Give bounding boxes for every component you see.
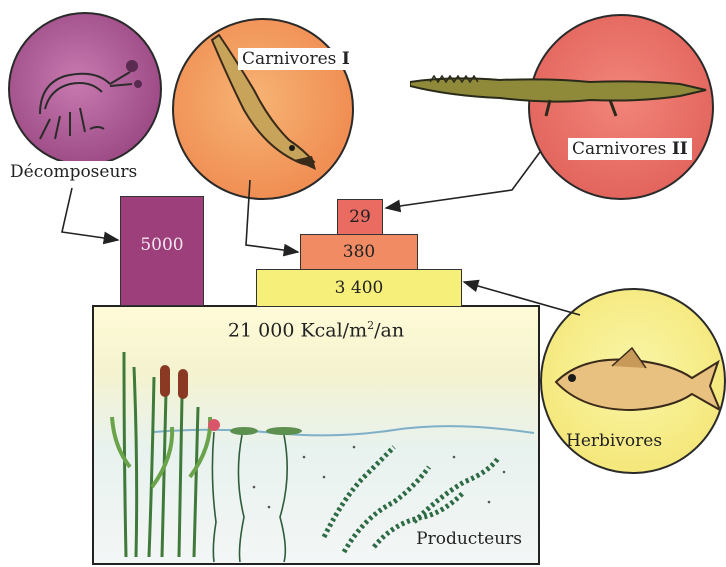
producers-energy: 21 000 Kcal/m2/an [94, 319, 538, 341]
decomposers-block: 5000 [120, 196, 204, 306]
producers-illustration [94, 307, 540, 565]
decomposers-circle [8, 12, 162, 166]
herbivores-label: Herbivores [562, 430, 666, 452]
shrimp-icon [10, 14, 160, 164]
producers-box: 21 000 Kcal/m2/an Producteurs [92, 305, 540, 565]
crocodile-icon [410, 60, 710, 120]
herbivores-value: 3 400 [335, 278, 384, 298]
carnivores1-value: 380 [343, 242, 375, 262]
pike-icon [174, 20, 352, 198]
carnivores1-label: Carnivores I [238, 48, 354, 70]
decomposers-label: Décomposeurs [6, 161, 141, 183]
carnivores2-label: Carnivores II [568, 138, 692, 160]
carnivores1-circle [172, 18, 354, 200]
carnivores2-arrow [386, 152, 540, 208]
carnivores1-block: 380 [300, 234, 418, 270]
carnivores2-block: 29 [337, 199, 383, 235]
carnivores2-value: 29 [349, 207, 371, 227]
decomposers-arrow [62, 188, 118, 240]
decomposers-value: 5000 [140, 235, 183, 255]
producers-label: Producteurs [416, 529, 522, 549]
herbivores-block: 3 400 [256, 269, 462, 307]
